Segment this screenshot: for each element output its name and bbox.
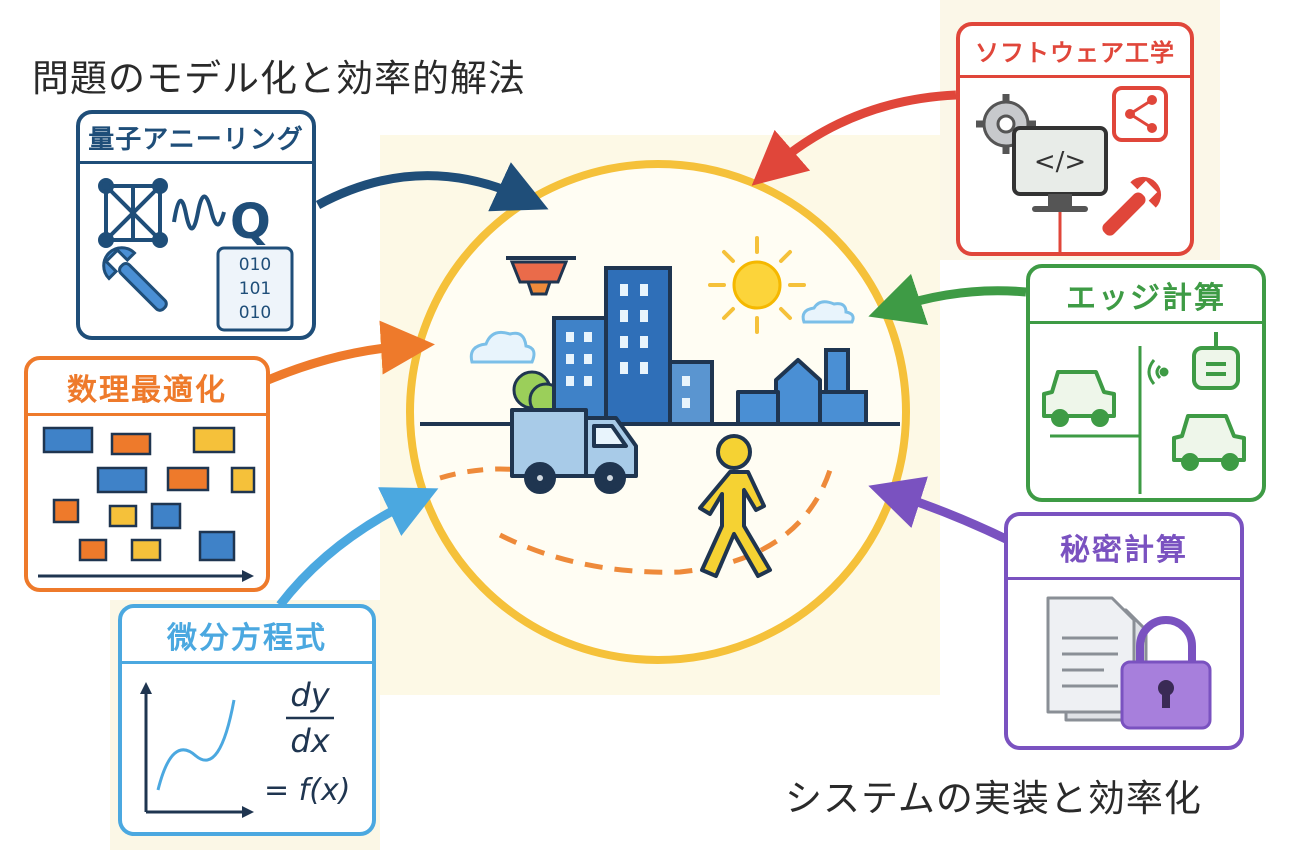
- arrow-optimization: [266, 320, 435, 385]
- panel-secure-computation: 秘密計算: [1004, 512, 1244, 750]
- signal-icon: [1147, 359, 1169, 385]
- panel-title: ソフトウェア工学: [960, 26, 1190, 78]
- panel-title: エッジ計算: [1030, 268, 1262, 324]
- panel-software-engineering: ソフトウェア工学 </>: [956, 22, 1194, 256]
- route-dashes: [498, 469, 833, 575]
- formula-dy: dy: [290, 676, 330, 714]
- svg-text:010: 010: [239, 303, 271, 323]
- schedule-blocks-icon: [38, 426, 256, 582]
- panel-mathematical-optimization: 数理最適化: [24, 356, 270, 592]
- implementation-heading: システムの実装と効率化: [785, 777, 1202, 820]
- panel-title: 微分方程式: [122, 608, 372, 664]
- building-icon: [552, 266, 714, 426]
- arrow-edge: [868, 273, 1027, 326]
- edge-icons: [1042, 332, 1246, 494]
- arrow-software: [751, 90, 957, 186]
- panel-title: 量子アニーリング: [80, 114, 312, 164]
- delivery-van-icon: [510, 408, 638, 494]
- secure-icons: [1046, 596, 1212, 730]
- house-icon: [736, 358, 822, 426]
- panel-title: 数理最適化: [28, 360, 266, 416]
- factory-icon: [818, 348, 868, 426]
- wrench-icon: [1102, 176, 1162, 236]
- panel-title: 秘密計算: [1008, 516, 1240, 580]
- panel-differential-equations: 微分方程式 dy dx = f(x): [118, 604, 376, 836]
- drone-icon: [506, 256, 576, 296]
- wrench-icon: [102, 246, 168, 312]
- route-dashes: [439, 466, 521, 481]
- panel-edge-computing: エッジ計算: [1026, 264, 1266, 502]
- monitor-code-icon: </>: [1012, 126, 1108, 252]
- arrow-quantum: [315, 162, 549, 212]
- binary-grid-icon: 010 101 010: [216, 246, 294, 332]
- svg-text:101: 101: [239, 279, 271, 299]
- arrow-secure: [868, 476, 1010, 545]
- formula-dx: dx: [290, 722, 330, 760]
- software-icons: </>: [976, 86, 1168, 252]
- arrow-differential: [276, 487, 439, 608]
- quantum-icons: Q 010 101 010: [98, 178, 294, 332]
- panel-quantum-annealing: 量子アニーリング Q 010 101 010: [76, 110, 316, 340]
- graph-icon: [98, 178, 168, 248]
- svg-text:</>: </>: [1034, 147, 1086, 177]
- sun-icon: [708, 236, 806, 334]
- padlock-icon: [1120, 616, 1212, 730]
- car-icon: [1172, 414, 1246, 471]
- pedestrian-icon: [698, 434, 772, 578]
- car-icon: [1042, 370, 1116, 427]
- edge-device-icon: [1192, 332, 1240, 390]
- curve-plot-icon: dy dx = f(x): [140, 676, 350, 818]
- cloud-icon: [801, 300, 855, 324]
- q-letter: Q: [230, 194, 271, 250]
- cloud-icon: [469, 330, 536, 364]
- formula-rhs: = f(x): [264, 773, 350, 808]
- modeling-heading: 問題のモデル化と効率的解法: [32, 57, 526, 100]
- share-icon: [1112, 86, 1168, 142]
- svg-text:010: 010: [239, 255, 271, 275]
- wave-icon: [172, 194, 226, 231]
